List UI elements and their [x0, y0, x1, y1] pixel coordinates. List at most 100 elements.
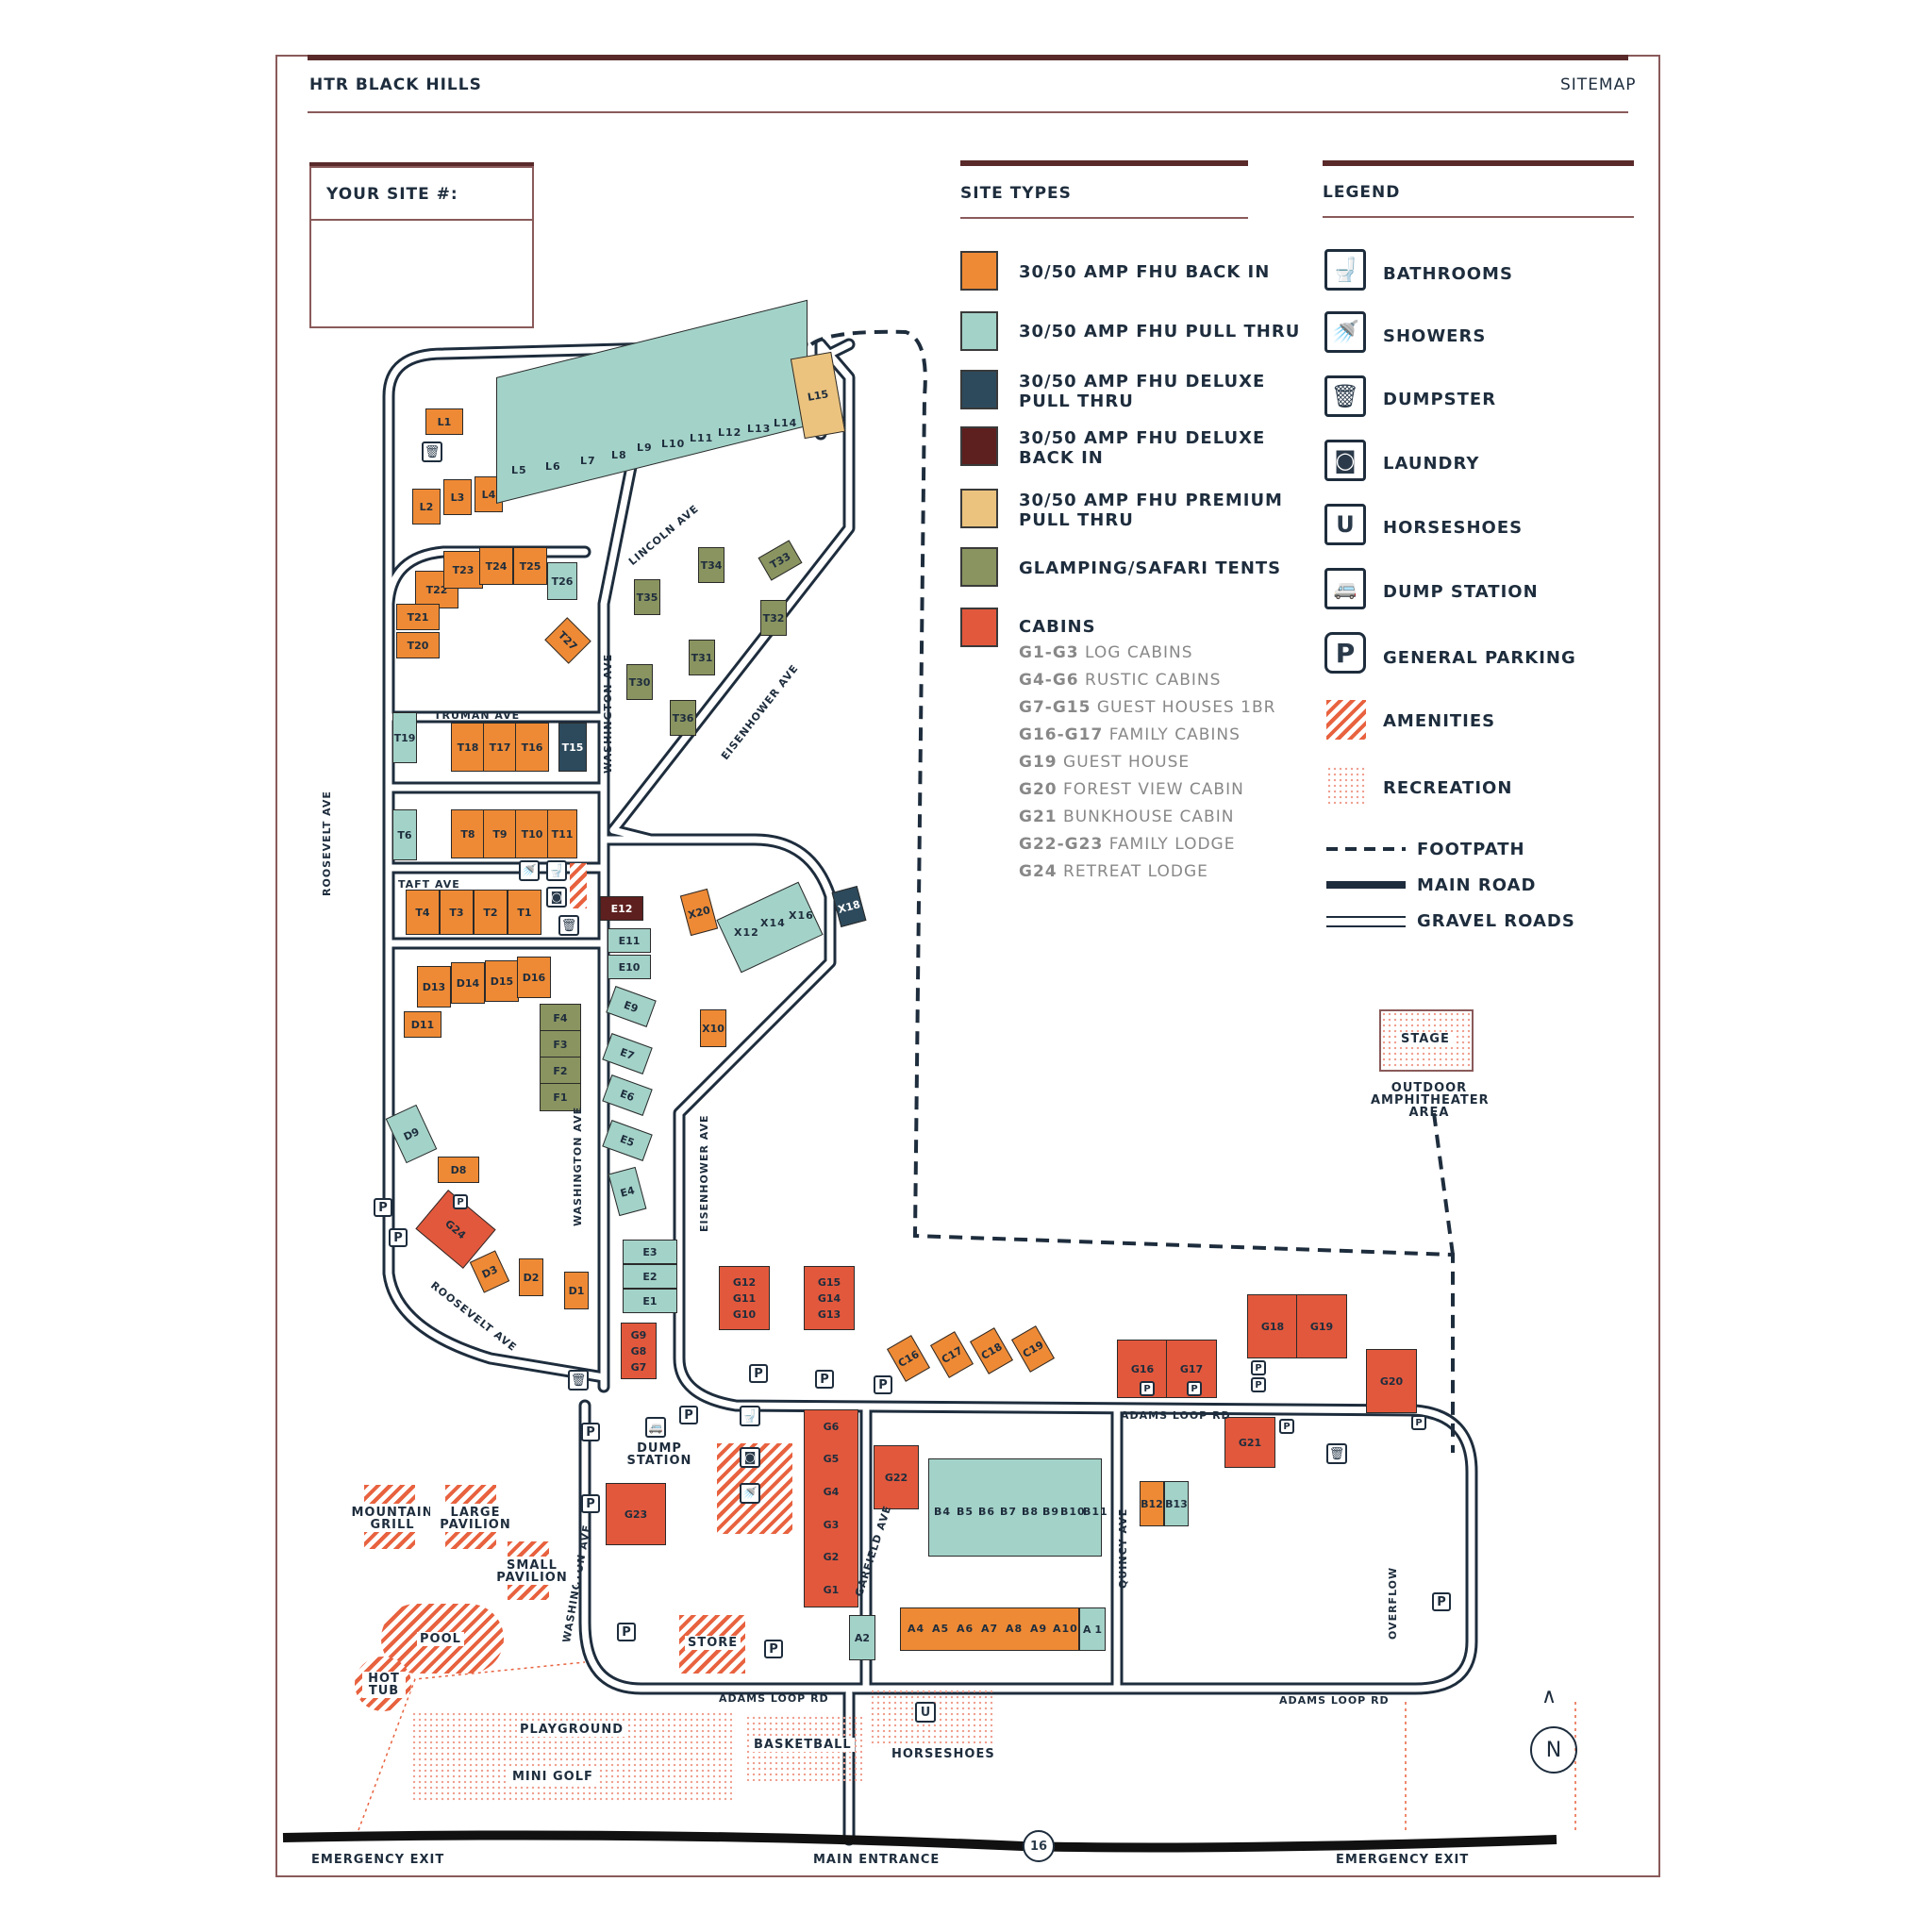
- site-L6[interactable]: L6: [545, 460, 561, 473]
- site-D16[interactable]: D16: [517, 957, 551, 998]
- site-B4[interactable]: B4: [934, 1506, 952, 1518]
- site-X16[interactable]: X16: [789, 909, 814, 922]
- site-T15[interactable]: T15: [558, 723, 587, 772]
- site-T34[interactable]: T34: [698, 547, 724, 583]
- site-E11[interactable]: E11: [608, 928, 651, 953]
- site-A6[interactable]: A6: [957, 1623, 974, 1635]
- site-L13[interactable]: L13: [747, 423, 772, 435]
- site-D14[interactable]: D14: [451, 962, 485, 1004]
- site-E10[interactable]: E10: [608, 955, 651, 979]
- site-D2[interactable]: D2: [519, 1258, 543, 1296]
- your-site-box[interactable]: [309, 166, 534, 328]
- site-D1[interactable]: D1: [564, 1272, 589, 1309]
- site-E12[interactable]: E12: [600, 896, 643, 921]
- site-L10[interactable]: L10: [661, 438, 686, 450]
- site-A1[interactable]: A 1: [1079, 1607, 1106, 1651]
- parking-icon: P: [1251, 1360, 1266, 1375]
- site-A8[interactable]: A8: [1006, 1623, 1024, 1635]
- site-E1[interactable]: E1: [623, 1289, 677, 1313]
- site-T11[interactable]: T11: [547, 809, 577, 858]
- site-B9[interactable]: B9: [1042, 1506, 1060, 1518]
- adams-loop-label-1: ADAMS LOOP RD: [1121, 1409, 1231, 1422]
- site-G19[interactable]: G19: [1296, 1294, 1347, 1358]
- site-L11[interactable]: L11: [690, 432, 714, 444]
- site-B7[interactable]: B7: [1000, 1506, 1018, 1518]
- site-G21[interactable]: G21: [1224, 1417, 1275, 1468]
- site-T23[interactable]: T23: [443, 551, 483, 589]
- site-B12[interactable]: B12: [1140, 1481, 1164, 1526]
- site-T35[interactable]: T35: [634, 579, 660, 615]
- site-T20[interactable]: T20: [396, 632, 440, 658]
- site-T24[interactable]: T24: [479, 547, 513, 585]
- site-F1[interactable]: F1: [540, 1083, 581, 1111]
- site-B10[interactable]: B10: [1060, 1506, 1086, 1518]
- site-A4[interactable]: A4: [908, 1623, 925, 1635]
- site-T25[interactable]: T25: [513, 547, 547, 585]
- site-D11[interactable]: D11: [404, 1011, 441, 1038]
- site-A9[interactable]: A9: [1030, 1623, 1048, 1635]
- site-F2[interactable]: F2: [540, 1057, 581, 1085]
- site-T19[interactable]: T19: [392, 712, 417, 763]
- site-T18[interactable]: T18: [451, 723, 485, 772]
- site-G23[interactable]: G23: [606, 1483, 666, 1545]
- site-T3[interactable]: T3: [440, 890, 474, 935]
- site-L2[interactable]: L2: [412, 489, 441, 525]
- site-T10[interactable]: T10: [515, 809, 549, 858]
- site-T2[interactable]: T2: [474, 890, 508, 935]
- site-L14[interactable]: L14: [774, 417, 798, 429]
- type-glamping: GLAMPING/SAFARI TENTS: [1019, 558, 1282, 578]
- site-E2[interactable]: E2: [623, 1264, 677, 1289]
- site-T21[interactable]: T21: [396, 604, 440, 630]
- parking-icon: P: [581, 1494, 600, 1513]
- site-A2[interactable]: A2: [849, 1615, 875, 1660]
- site-T1[interactable]: T1: [508, 890, 541, 935]
- site-T36[interactable]: T36: [670, 700, 696, 736]
- site-D8[interactable]: D8: [438, 1157, 479, 1183]
- site-A10[interactable]: A10: [1053, 1623, 1078, 1635]
- site-T4[interactable]: T4: [406, 890, 440, 935]
- site-T17[interactable]: T17: [483, 723, 517, 772]
- site-T26[interactable]: T26: [547, 562, 577, 600]
- trash-icon: 🗑: [1324, 375, 1366, 417]
- site-F3[interactable]: F3: [540, 1030, 581, 1058]
- site-B8[interactable]: B8: [1022, 1506, 1040, 1518]
- site-B5[interactable]: B5: [957, 1506, 974, 1518]
- site-B13[interactable]: B13: [1164, 1481, 1189, 1526]
- site-T6[interactable]: T6: [392, 809, 417, 860]
- site-L1[interactable]: L1: [425, 408, 463, 435]
- site-E3[interactable]: E3: [623, 1240, 677, 1264]
- site-X10[interactable]: X10: [700, 1009, 726, 1047]
- site-T31[interactable]: T31: [689, 640, 715, 675]
- site-G20[interactable]: G20: [1366, 1349, 1417, 1413]
- site-A5[interactable]: A5: [932, 1623, 950, 1635]
- site-F4[interactable]: F4: [540, 1004, 581, 1032]
- site-X12[interactable]: X12: [734, 926, 759, 939]
- site-L12[interactable]: L12: [718, 426, 742, 439]
- site-T16[interactable]: T16: [515, 723, 549, 772]
- site-T9[interactable]: T9: [483, 809, 517, 858]
- site-G22[interactable]: G22: [874, 1445, 919, 1509]
- site-L5[interactable]: L5: [511, 464, 527, 476]
- site-A7[interactable]: A7: [981, 1623, 999, 1635]
- site-B11[interactable]: B11: [1083, 1506, 1108, 1518]
- site-D15[interactable]: D15: [485, 960, 519, 1002]
- site-G18[interactable]: G18: [1247, 1294, 1298, 1358]
- site-B6[interactable]: B6: [978, 1506, 996, 1518]
- site-T32[interactable]: T32: [760, 600, 787, 636]
- site-L3[interactable]: L3: [443, 479, 472, 515]
- your-site-bar: [309, 162, 534, 168]
- site-L8[interactable]: L8: [611, 449, 627, 461]
- site-T30[interactable]: T30: [626, 664, 653, 700]
- site-D13[interactable]: D13: [417, 966, 451, 1008]
- site-L9[interactable]: L9: [637, 441, 653, 454]
- site-L7[interactable]: L7: [580, 455, 596, 467]
- site-T8[interactable]: T8: [451, 809, 485, 858]
- site-X14[interactable]: X14: [760, 917, 786, 929]
- washington-ave-label-2: WASHINGTON AVE: [572, 1106, 584, 1226]
- horseshoes-label: HORSESHOES: [891, 1747, 995, 1761]
